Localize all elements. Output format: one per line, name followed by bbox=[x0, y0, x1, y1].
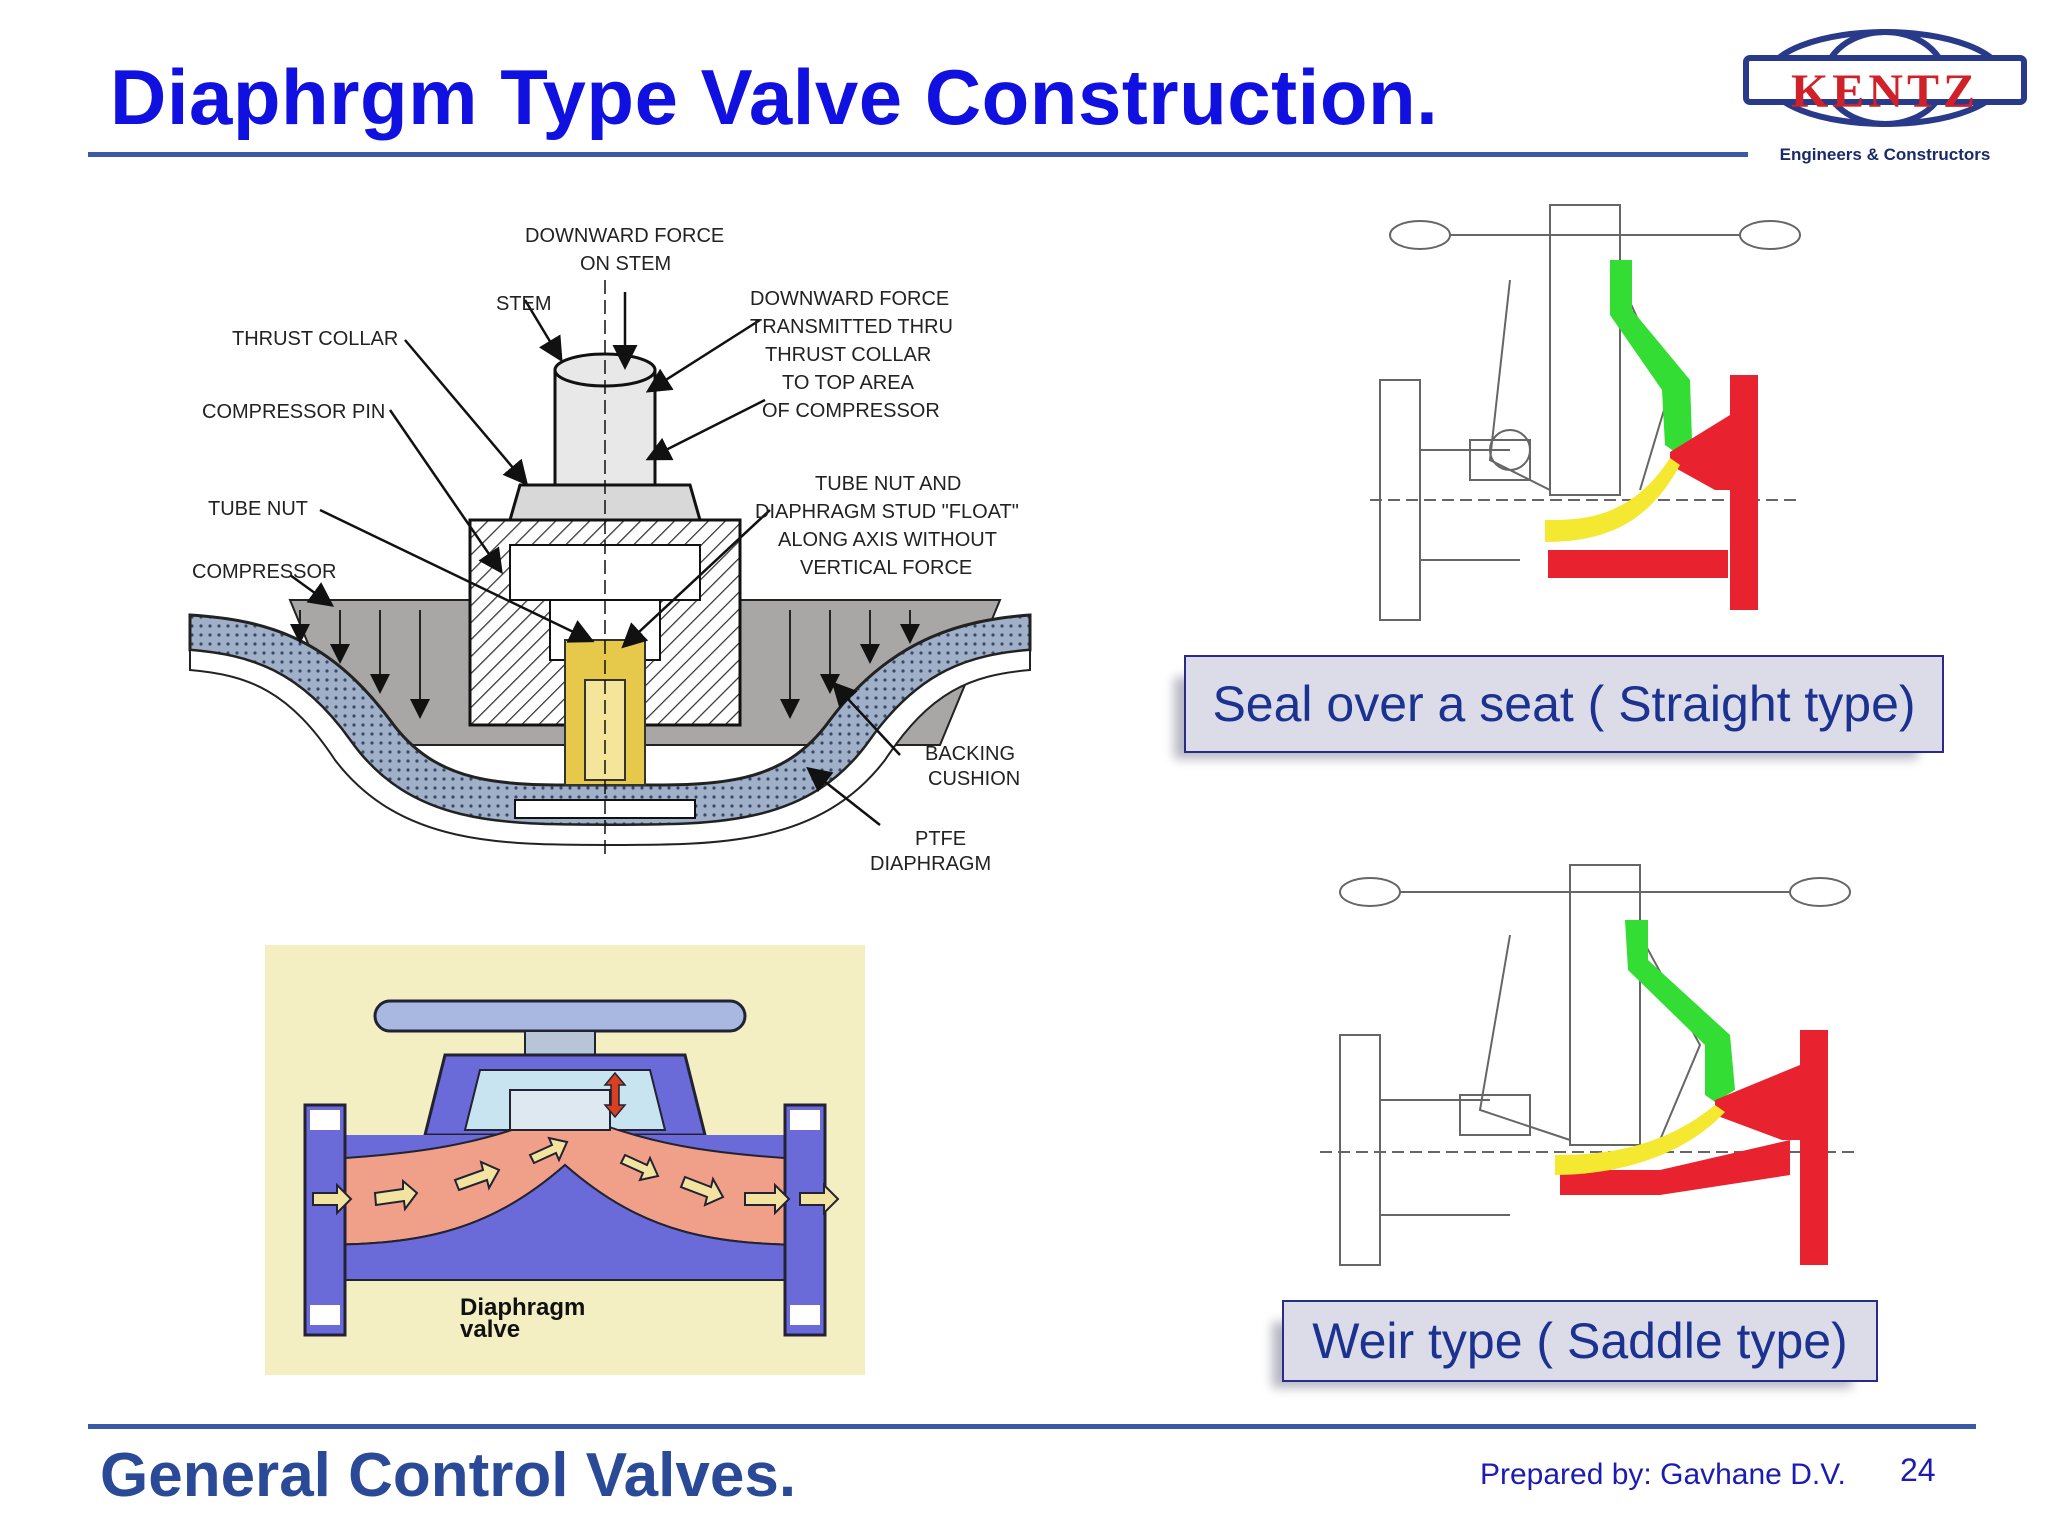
kentz-logo: KENTZ Engineers & Constructors bbox=[1740, 20, 2027, 170]
title-divider bbox=[88, 152, 1748, 157]
footer-title: General Control Valves. bbox=[100, 1441, 797, 1510]
straight-type-valve-drawing bbox=[1370, 204, 1801, 621]
label-transmitted-5: OF COMPRESSOR bbox=[762, 400, 940, 422]
footer-divider bbox=[88, 1424, 1976, 1429]
diaphragm-cross-section-diagram: DOWNWARD FORCE ON STEM STEM THRUST COLLA… bbox=[188, 225, 1032, 875]
label-compressor-pin: COMPRESSOR PIN bbox=[202, 401, 385, 423]
svg-text:ON STEM: ON STEM bbox=[580, 253, 671, 275]
label-float-2: DIAPHRAGM STUD "FLOAT" bbox=[755, 501, 1019, 523]
label-transmitted-3: THRUST COLLAR bbox=[765, 344, 931, 366]
label-backing-2: CUSHION bbox=[928, 768, 1020, 790]
diaphragm-valve-icon: Diaphragm valve bbox=[303, 999, 840, 1343]
label-float-1: TUBE NUT AND bbox=[815, 473, 961, 495]
small-diagram-label-1: Diaphragm bbox=[460, 1294, 585, 1321]
label-transmitted-2: TRANSMITTED THRU bbox=[750, 316, 953, 338]
logo-name: KENTZ bbox=[1790, 65, 1980, 118]
label-float-4: VERTICAL FORCE bbox=[800, 557, 972, 579]
label-float-3: ALONG AXIS WITHOUT bbox=[778, 529, 997, 551]
svg-text:DOWNWARD FORCE: DOWNWARD FORCE bbox=[525, 225, 724, 247]
footer-credit: Prepared by: Gavhane D.V. bbox=[1480, 1458, 1846, 1491]
label-thrust-collar: THRUST COLLAR bbox=[232, 328, 398, 350]
label-downward-force-2: ON STEM bbox=[580, 253, 671, 275]
label-ptfe-1: PTFE bbox=[915, 828, 966, 850]
label-transmitted-4: TO TOP AREA bbox=[782, 372, 915, 394]
label-stem: STEM bbox=[496, 293, 552, 315]
caption-weir-type: Weir type ( Saddle type) bbox=[1282, 1300, 1878, 1382]
label-compressor: COMPRESSOR bbox=[192, 561, 336, 583]
label-transmitted-1: DOWNWARD FORCE bbox=[750, 288, 949, 310]
slide-title: Diaphrgm Type Valve Construction. bbox=[110, 53, 1439, 141]
logo-tagline: Engineers & Constructors bbox=[1779, 145, 1991, 164]
weir-type-valve-drawing bbox=[1320, 864, 1860, 1266]
label-backing-1: BACKING bbox=[925, 743, 1015, 765]
page-number: 24 bbox=[1900, 1452, 1936, 1488]
caption-straight-type: Seal over a seat ( Straight type) bbox=[1184, 655, 1944, 753]
label-tube-nut: TUBE NUT bbox=[208, 498, 308, 520]
logo-emblem-icon bbox=[1743, 29, 2027, 127]
label-downward-force-1: DOWNWARD FORCE bbox=[525, 225, 724, 247]
label-ptfe-2: DIAPHRAGM bbox=[870, 853, 991, 875]
diaphragm-valve-illustration: Diaphragm valve bbox=[265, 945, 865, 1375]
small-diagram-label-2: valve bbox=[460, 1316, 520, 1343]
